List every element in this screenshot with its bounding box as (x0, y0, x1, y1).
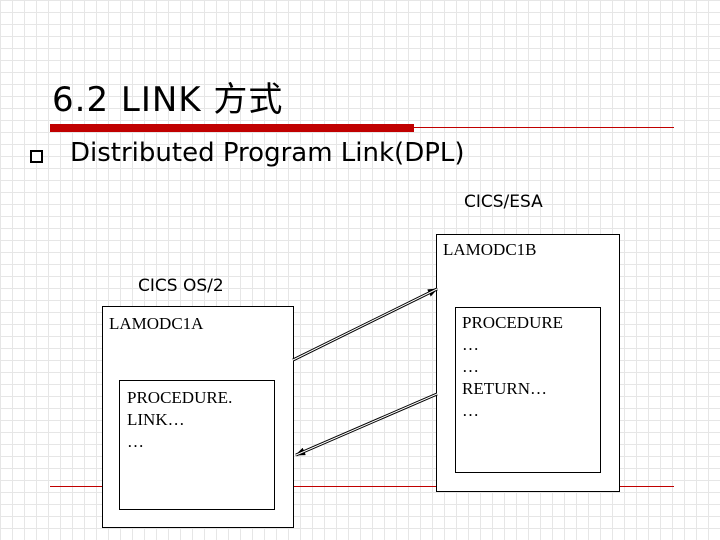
esa-program-label: LAMODC1B (443, 240, 537, 259)
link-code-box: PROCEDURE. LINK… … (119, 380, 275, 510)
link-code-text: PROCEDURE. LINK… … (127, 388, 233, 451)
procedure-code-box: PROCEDURE … … RETURN… … (455, 307, 601, 473)
bullet-square-icon (30, 150, 43, 163)
cics-os2-label: CICS OS/2 (138, 276, 224, 296)
procedure-code-text: PROCEDURE … … RETURN… … (462, 313, 564, 420)
bullet-text: Distributed Program Link(DPL) (70, 138, 465, 168)
slide-title: 6.2 LINK 方式 (52, 80, 284, 120)
title-underline-rule (414, 127, 674, 128)
footer-rule (50, 486, 674, 487)
call-arrow-inner (292, 288, 438, 361)
title-underline-bar (50, 124, 414, 132)
os2-program-label: LAMODC1A (109, 314, 204, 333)
cics-esa-label: CICS/ESA (464, 192, 543, 212)
return-arrow-inner (295, 393, 438, 456)
